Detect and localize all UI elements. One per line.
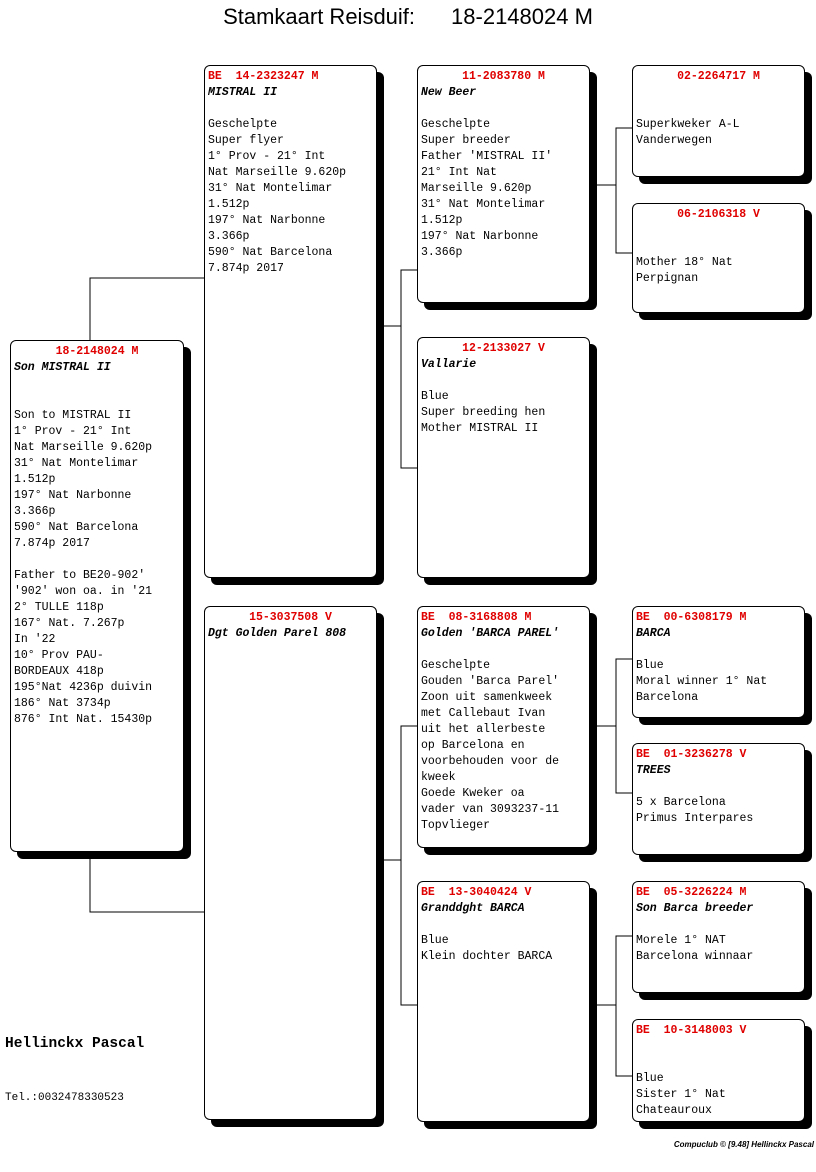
card-subject[interactable]: 18-2148024 M Son MISTRAL II Son to MISTR… bbox=[10, 340, 184, 852]
pigeon-name: Granddght BARCA bbox=[421, 902, 525, 915]
pigeon-name bbox=[636, 223, 801, 239]
card-great-grandparent-mff[interactable]: BE 00-6308179 M BARCA Blue Moral winner … bbox=[632, 606, 805, 718]
title-label: Stamkaart Reisduif: bbox=[223, 4, 416, 29]
pigeon-notes: Mother 18° Nat Perpignan bbox=[636, 256, 733, 285]
pigeon-name: Son Barca breeder bbox=[636, 902, 754, 915]
pigeon-notes: Geschelpte Gouden 'Barca Parel' Zoon uit… bbox=[421, 659, 560, 832]
ring-number: 11-2083780 M bbox=[462, 70, 545, 83]
pigeon-name: BARCA bbox=[636, 627, 671, 640]
pigeon-notes: Son to MISTRAL II 1° Prov - 21° Int Nat … bbox=[14, 409, 153, 726]
card-maternal-grandmother[interactable]: BE 13-3040424 V Granddght BARCA Blue Kle… bbox=[417, 881, 590, 1122]
ring-number: BE 14-2323247 M bbox=[208, 70, 319, 83]
pigeon-notes: Blue Sister 1° Nat Chateauroux bbox=[636, 1072, 726, 1117]
breeder-name: Hellinckx Pascal bbox=[5, 1036, 145, 1052]
title-ring: 18-2148024 M bbox=[451, 4, 593, 29]
ring-number: BE 13-3040424 V bbox=[421, 886, 532, 899]
pigeon-notes: Geschelpte Super breeder Father 'MISTRAL… bbox=[421, 118, 553, 259]
ring-number: 12-2133027 V bbox=[462, 342, 545, 355]
ring-number: 02-2264717 M bbox=[677, 70, 760, 83]
pigeon-notes: 5 x Barcelona Primus Interpares bbox=[636, 796, 754, 825]
pigeon-name: Dgt Golden Parel 808 bbox=[208, 627, 347, 640]
pigeon-notes: Blue Moral winner 1° Nat Barcelona bbox=[636, 659, 768, 704]
pigeon-notes: Blue Klein dochter BARCA bbox=[421, 934, 553, 963]
ring-number: 06-2106318 V bbox=[677, 208, 760, 221]
card-great-grandparent-fff[interactable]: 02-2264717 M Superkweker A-L Vanderwegen bbox=[632, 65, 805, 177]
ring-number: BE 01-3236278 V bbox=[636, 748, 747, 761]
ring-number: BE 00-6308179 M bbox=[636, 611, 747, 624]
card-mother[interactable]: 15-3037508 V Dgt Golden Parel 808 bbox=[204, 606, 377, 1120]
card-father[interactable]: BE 14-2323247 M MISTRAL II Geschelpte Su… bbox=[204, 65, 377, 578]
ring-number: BE 10-3148003 V bbox=[636, 1024, 747, 1037]
ring-number: 18-2148024 M bbox=[55, 345, 139, 358]
card-paternal-grandfather[interactable]: 11-2083780 M New Beer Geschelpte Super b… bbox=[417, 65, 590, 303]
pigeon-notes: Blue Super breeding hen Mother MISTRAL I… bbox=[421, 390, 546, 435]
pigeon-name: Vallarie bbox=[421, 358, 477, 371]
pigeon-name: TREES bbox=[636, 764, 671, 777]
pigeon-notes: Morele 1° NAT Barcelona winnaar bbox=[636, 934, 754, 963]
pigeon-name: New Beer bbox=[421, 86, 477, 99]
ring-number: 15-3037508 V bbox=[249, 611, 332, 624]
card-great-grandparent-mmf[interactable]: BE 05-3226224 M Son Barca breeder Morele… bbox=[632, 881, 805, 993]
pigeon-name: Golden 'BARCA PAREL' bbox=[421, 627, 560, 640]
breeder-phone: Tel.:0032478330523 bbox=[5, 1092, 124, 1104]
card-great-grandparent-ffm[interactable]: 06-2106318 V Mother 18° Nat Perpignan bbox=[632, 203, 805, 313]
pigeon-name: Son MISTRAL II bbox=[14, 361, 111, 374]
card-paternal-grandmother[interactable]: 12-2133027 V Vallarie Blue Super breedin… bbox=[417, 337, 590, 578]
page-title: Stamkaart Reisduif: 18-2148024 M bbox=[0, 4, 816, 30]
pigeon-notes: Geschelpte Super flyer 1° Prov - 21° Int… bbox=[208, 118, 347, 275]
pigeon-name bbox=[636, 1039, 801, 1055]
card-great-grandparent-mmm[interactable]: BE 10-3148003 V Blue Sister 1° Nat Chate… bbox=[632, 1019, 805, 1122]
card-maternal-grandfather[interactable]: BE 08-3168808 M Golden 'BARCA PAREL' Ges… bbox=[417, 606, 590, 848]
footer-credit: Compuclub © [9.48] Hellinckx Pascal bbox=[673, 1140, 814, 1149]
pigeon-name bbox=[636, 85, 801, 101]
pigeon-notes: Superkweker A-L Vanderwegen bbox=[636, 118, 740, 147]
pigeon-name: MISTRAL II bbox=[208, 86, 278, 99]
ring-number: BE 08-3168808 M bbox=[421, 611, 532, 624]
card-great-grandparent-mfm[interactable]: BE 01-3236278 V TREES 5 x Barcelona Prim… bbox=[632, 743, 805, 855]
ring-number: BE 05-3226224 M bbox=[636, 886, 747, 899]
